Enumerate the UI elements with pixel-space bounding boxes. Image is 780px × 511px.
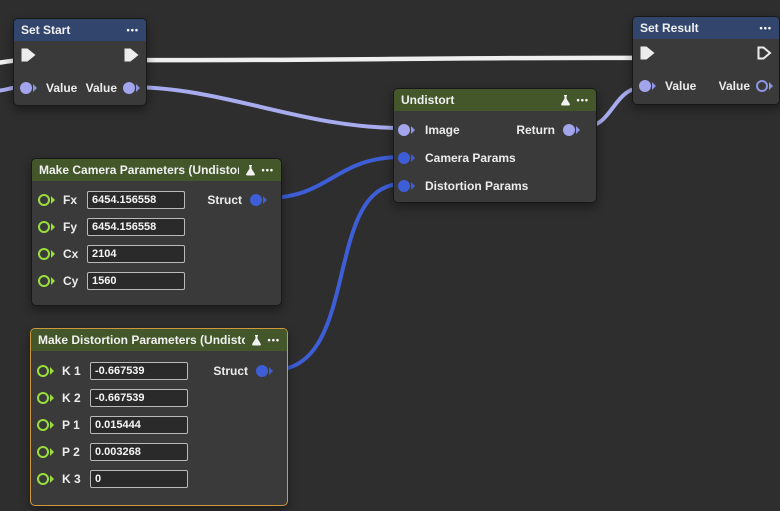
flask-icon: [245, 164, 256, 176]
param-row: K 1 Struct: [31, 357, 287, 384]
image-in-pin[interactable]: [398, 124, 415, 136]
value-out-pin[interactable]: [756, 80, 773, 92]
value-in-label: Value: [46, 81, 78, 95]
exec-in-pin[interactable]: [639, 45, 656, 66]
value-in-label: Value: [665, 79, 697, 93]
cy-input[interactable]: [87, 271, 185, 290]
p1-input[interactable]: [90, 415, 188, 434]
set-start-header[interactable]: Set Start •••: [14, 19, 146, 41]
camera-parameters-header[interactable]: Make Camera Parameters (Undistort) •••: [32, 159, 281, 181]
wire-value-start-to-image[interactable]: [127, 85, 404, 130]
param-label: K 3: [62, 471, 81, 486]
k2-input[interactable]: [90, 388, 188, 407]
value-out-label: Value: [718, 79, 750, 93]
wire-exec-start-to-result[interactable]: [127, 55, 653, 63]
return-label: Return: [516, 123, 555, 137]
input-row: Distortion Params: [394, 172, 596, 200]
param-row: P 2: [31, 438, 287, 465]
struct-label: Struct: [213, 363, 248, 378]
wire-struct-distortion[interactable]: [271, 182, 404, 372]
input-label: Camera Params: [425, 151, 516, 165]
param-row: Fy: [32, 213, 281, 240]
set-result-header[interactable]: Set Result •••: [633, 17, 779, 39]
cx-in-pin[interactable]: [38, 247, 55, 260]
param-row: Cy: [32, 267, 281, 294]
value-out-label: Value: [85, 81, 117, 95]
node-title: Set Start: [21, 23, 71, 37]
param-label: K 2: [62, 390, 81, 405]
param-label: P 1: [62, 417, 80, 432]
struct-label: Struct: [207, 192, 242, 207]
distortion-params-in-pin[interactable]: [398, 180, 415, 192]
param-row: Cx: [32, 240, 281, 267]
input-row: Camera Params: [394, 144, 596, 172]
param-label: Fy: [63, 219, 78, 234]
input-row: Image Return: [394, 116, 596, 144]
exec-row: [633, 39, 779, 72]
param-label: Fx: [63, 192, 78, 207]
return-out-pin[interactable]: [563, 124, 580, 136]
k2-in-pin[interactable]: [37, 391, 54, 404]
struct-out-pin[interactable]: [250, 193, 267, 206]
k1-in-pin[interactable]: [37, 364, 54, 377]
param-label: Cy: [63, 273, 79, 288]
input-label: Image: [425, 123, 460, 137]
node-menu-button[interactable]: •••: [267, 335, 280, 345]
node-title: Undistort: [401, 93, 455, 107]
node-set-result[interactable]: Set Result ••• Value Value: [632, 16, 780, 105]
value-in-pin[interactable]: [639, 80, 656, 92]
k3-input[interactable]: [90, 469, 188, 488]
camera-params-in-pin[interactable]: [398, 152, 415, 164]
flask-icon: [560, 94, 571, 106]
p2-input[interactable]: [90, 442, 188, 461]
exec-out-pin[interactable]: [123, 47, 140, 68]
param-label: Cx: [63, 246, 79, 261]
value-out-pin[interactable]: [123, 82, 140, 94]
input-label: Distortion Params: [425, 179, 529, 193]
node-menu-button[interactable]: •••: [126, 25, 139, 35]
cy-in-pin[interactable]: [38, 274, 55, 287]
fy-in-pin[interactable]: [38, 220, 55, 233]
node-title: Set Result: [640, 21, 699, 35]
k1-input[interactable]: [90, 361, 188, 380]
flask-icon: [251, 334, 262, 346]
distortion-parameters-header[interactable]: Make Distortion Parameters (Undistort) •…: [31, 329, 287, 351]
node-menu-button[interactable]: •••: [261, 165, 274, 175]
node-make-distortion-parameters[interactable]: Make Distortion Parameters (Undistort) •…: [30, 328, 288, 506]
node-menu-button[interactable]: •••: [759, 23, 772, 33]
exec-out-pin[interactable]: [756, 45, 773, 66]
exec-row: [14, 41, 146, 74]
node-set-start[interactable]: Set Start ••• Value Value: [13, 18, 147, 106]
param-row: K 2: [31, 384, 287, 411]
p2-in-pin[interactable]: [37, 445, 54, 458]
exec-in-pin[interactable]: [20, 47, 37, 68]
value-row: Value Value: [14, 74, 146, 102]
struct-out-pin[interactable]: [256, 364, 273, 377]
value-row: Value Value: [633, 72, 779, 100]
param-row: K 3: [31, 465, 287, 492]
p1-in-pin[interactable]: [37, 418, 54, 431]
fx-in-pin[interactable]: [38, 193, 55, 206]
node-title: Make Distortion Parameters (Undistort): [38, 333, 245, 347]
fx-input[interactable]: [87, 190, 185, 209]
param-row: P 1: [31, 411, 287, 438]
k3-in-pin[interactable]: [37, 472, 54, 485]
wire-struct-camera[interactable]: [264, 155, 404, 200]
undistort-header[interactable]: Undistort •••: [394, 89, 596, 111]
node-title: Make Camera Parameters (Undistort): [39, 163, 239, 177]
param-label: K 1: [62, 363, 81, 378]
value-in-pin[interactable]: [20, 82, 37, 94]
node-make-camera-parameters[interactable]: Make Camera Parameters (Undistort) ••• F…: [31, 158, 282, 306]
cx-input[interactable]: [87, 244, 185, 263]
node-undistort[interactable]: Undistort ••• Image Return Camera Params: [393, 88, 597, 203]
node-menu-button[interactable]: •••: [576, 95, 589, 105]
param-label: P 2: [62, 444, 80, 459]
param-row: Fx Struct: [32, 186, 281, 213]
fy-input[interactable]: [87, 217, 185, 236]
